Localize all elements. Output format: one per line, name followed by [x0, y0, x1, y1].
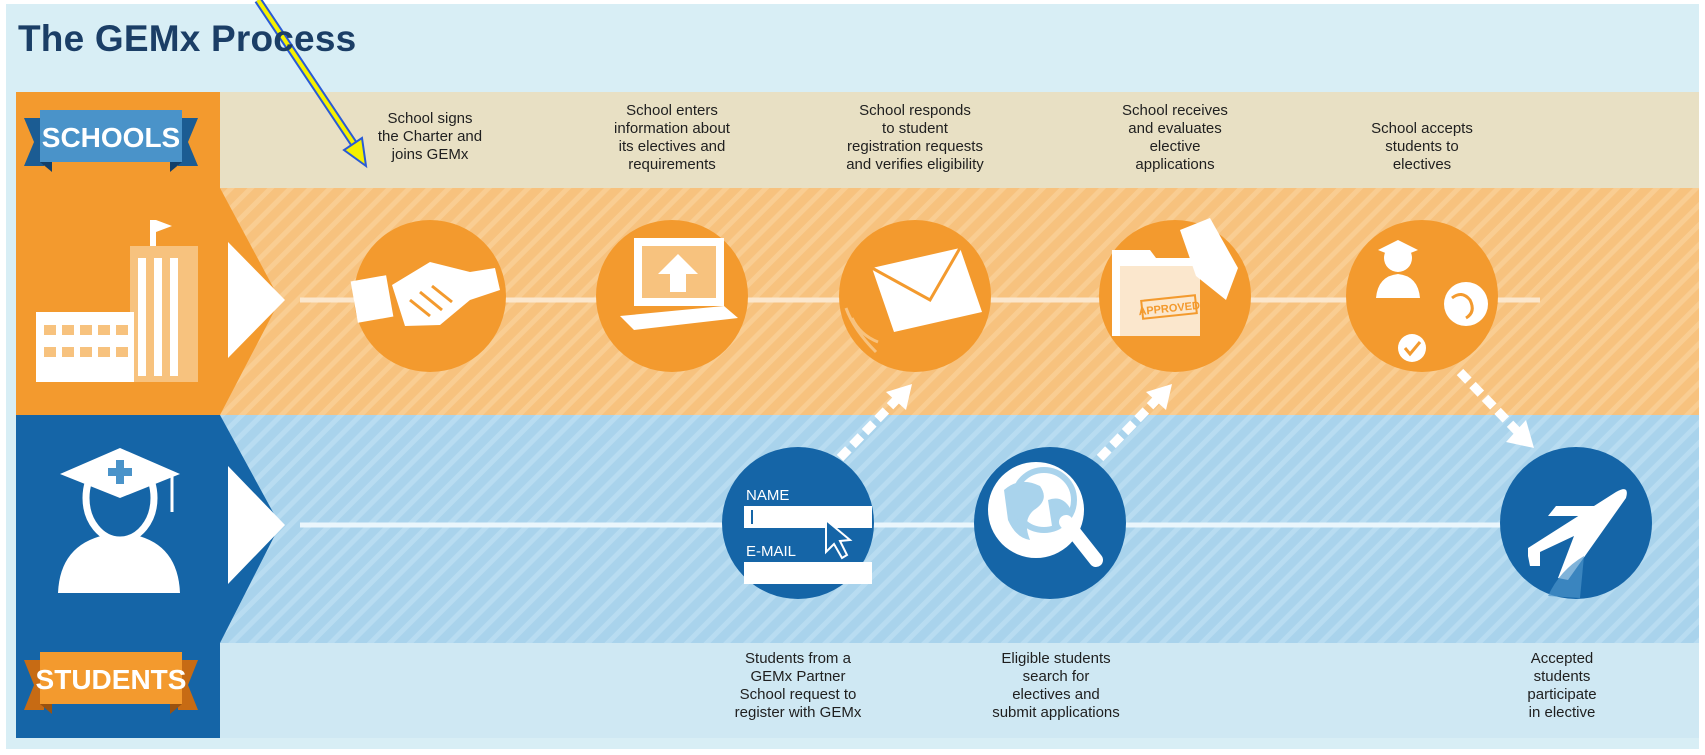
school-building-icon — [36, 220, 198, 382]
flow-arrow-head-1 — [886, 384, 912, 410]
globe-magnifier-icon — [988, 462, 1103, 567]
school-step-2-text: School enters information about its elec… — [614, 102, 730, 173]
annotation-arrow — [254, 0, 368, 169]
travel-circle — [1500, 447, 1652, 599]
flow-arrow-head-2 — [1146, 384, 1172, 410]
students-label: STUDENTS — [36, 664, 187, 695]
register-circle: NAME E-MAIL — [722, 447, 874, 599]
form-email-label: E-MAIL — [746, 543, 796, 560]
students-lane — [220, 415, 1699, 643]
registration-form-icon: NAME E-MAIL — [744, 487, 872, 584]
approved-folder-icon: APPROVED — [1112, 218, 1238, 336]
approved-circle: APPROVED — [1099, 218, 1251, 372]
school-step-3-text: School responds to student registration … — [846, 102, 984, 173]
flow-arrow-accept-to-travel — [1456, 368, 1522, 436]
flow-arrow-head-3 — [1506, 420, 1534, 448]
envelope-icon — [844, 247, 982, 354]
schools-banner — [24, 110, 198, 172]
student-globe-check-icon — [1376, 240, 1488, 362]
flow-arrow-register-to-envelope — [836, 394, 902, 462]
page-title: The GEMx Process — [18, 18, 357, 59]
laptop-upload-icon — [620, 238, 738, 330]
form-name-label: NAME — [746, 487, 789, 504]
schools-play-triangle — [228, 242, 285, 358]
envelope-circle — [839, 220, 991, 372]
airplane-icon — [1528, 489, 1627, 598]
schools-label: SCHOOLS — [42, 122, 180, 153]
students-banner — [24, 652, 198, 714]
school-step-4-text: School receives and evaluates elective a… — [1122, 102, 1228, 173]
search-circle — [974, 447, 1126, 599]
student-step-3-text: Accepted students participate in electiv… — [1527, 650, 1597, 721]
schools-text-lane — [220, 92, 1699, 188]
student-step-2-text: Eligible students search for electives a… — [992, 650, 1120, 721]
accept-circle — [1346, 220, 1498, 372]
student-step-1-text: Students from a GEMx Partner School requ… — [734, 650, 862, 721]
laptop-circle — [596, 220, 748, 372]
handshake-circle — [350, 220, 506, 372]
school-step-1-text: School signs the Charter and joins GEMx — [377, 110, 483, 163]
flow-arrow-search-to-approved — [1096, 394, 1162, 462]
graduate-icon — [58, 448, 180, 593]
handshake-icon — [350, 262, 500, 326]
students-play-triangle — [228, 466, 285, 584]
school-step-5-text: School accepts students to electives — [1371, 120, 1473, 173]
students-text-lane — [220, 643, 1699, 738]
